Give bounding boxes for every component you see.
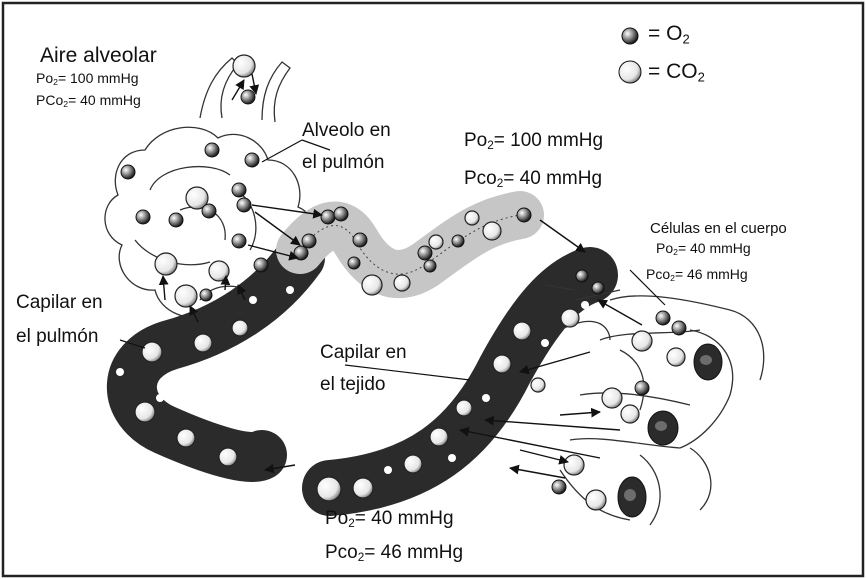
alveolar-pco2: PCo2= 40 mmHg xyxy=(36,92,141,109)
deoxygenated-pco2: Pco2= 46 mmHg xyxy=(325,542,463,564)
body-cells-po2: Po2= 40 mmHg xyxy=(656,240,751,257)
deoxygenated-po2: Po2= 40 mmHg xyxy=(325,508,454,530)
alveolar-po2: Po2= 100 mmHg xyxy=(36,70,139,87)
alveolus-label: Alveolo en el pulmón xyxy=(302,120,391,174)
outer-border xyxy=(3,3,863,576)
oxygenated-po2: Po2= 100 mmHg xyxy=(464,130,603,152)
lung-capillary-label: Capilar en el pulmón xyxy=(16,292,103,348)
oxygenated-pco2: Pco2= 40 mmHg xyxy=(464,168,602,190)
legend-o2-icon xyxy=(622,28,638,44)
alveolar-air-title: Aire alveolar xyxy=(40,44,157,68)
legend-co2-label: = CO2 xyxy=(648,60,705,85)
body-cells-pco2: Pco2= 46 mmHg xyxy=(646,266,748,283)
tissue-capillary-label: Capilar en el tejido xyxy=(320,342,407,396)
legend-co2-icon xyxy=(619,61,641,83)
legend-o2-label: = O2 xyxy=(648,22,690,47)
body-cells-title: Células en el cuerpo xyxy=(650,220,787,237)
